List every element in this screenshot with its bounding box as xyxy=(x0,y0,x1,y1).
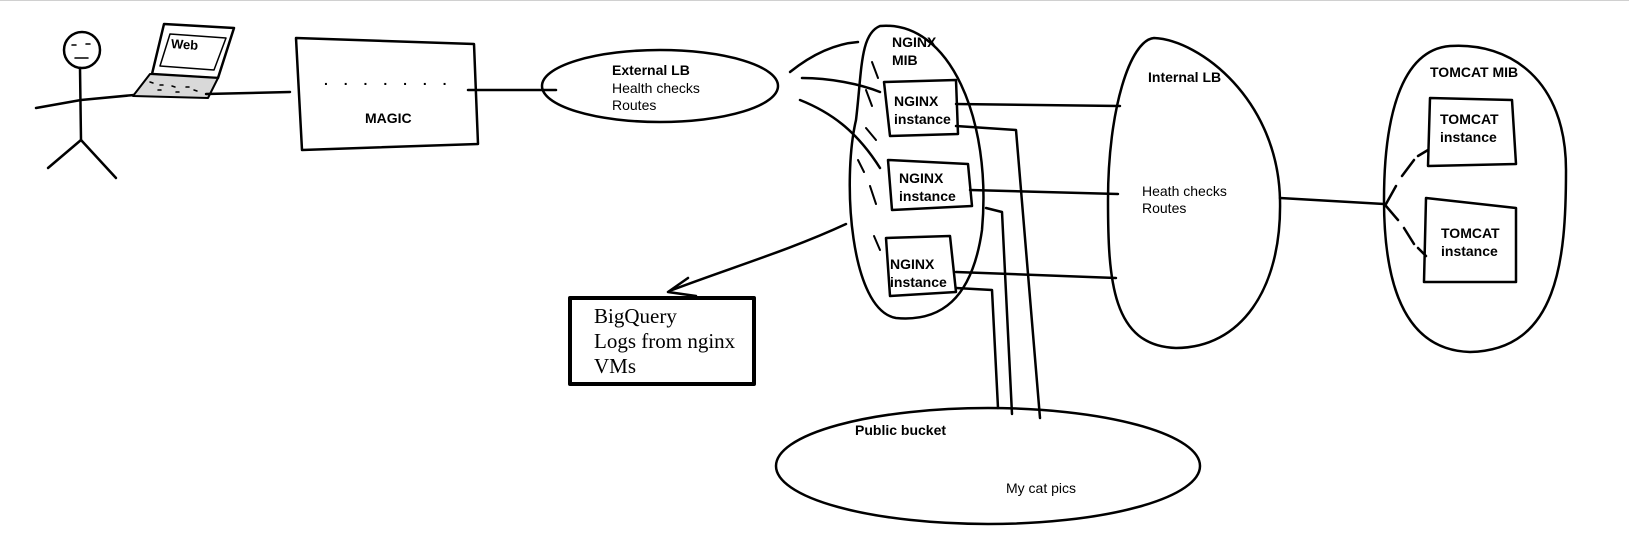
connector-nginx-bigquery xyxy=(670,222,848,292)
top-border xyxy=(0,0,1629,1)
nginx-instance-3-line1: NGINX xyxy=(890,256,935,272)
internal-lb-health-checks: Heath checks xyxy=(1142,183,1227,199)
connector-nginx3-ilb xyxy=(954,270,1118,280)
tomcat-instance-box-2 xyxy=(1422,196,1518,284)
nginx-instance-3-line2: instance xyxy=(890,274,947,290)
magic-box xyxy=(294,36,480,152)
nginx-instance-1-line2: instance xyxy=(894,111,951,127)
nginx-instance-box-3 xyxy=(884,234,958,298)
tomcat-instance-2-line1: TOMCAT xyxy=(1441,225,1500,241)
external-lb-shape xyxy=(540,48,780,124)
bigquery-vms-line: VMs xyxy=(594,354,637,378)
nginx-instance-2-line2: instance xyxy=(899,188,956,204)
connector-nginx1-bucket xyxy=(954,124,1042,420)
tomcat-instance-box-1 xyxy=(1426,96,1518,168)
tomcat-instance-1-line2: instance xyxy=(1440,129,1497,145)
nginx-instance-1-line1: NGINX xyxy=(894,93,939,109)
external-lb-title: External LB xyxy=(612,62,690,78)
nginx-mib-title-line1: NGINX xyxy=(892,34,937,50)
connector-laptop-magic xyxy=(204,90,292,96)
connector-nginx1-ilb xyxy=(954,102,1122,108)
nginx-instance-box-2 xyxy=(886,158,974,212)
stick-figure-icon xyxy=(34,30,136,180)
connector-ilb-tomcat xyxy=(1278,196,1386,206)
internal-lb-routes: Routes xyxy=(1142,200,1187,216)
connector-elb-nginx-2 xyxy=(800,76,882,94)
tomcat-mib-title: TOMCAT MIB xyxy=(1430,64,1519,80)
laptop-screen-text: Web xyxy=(170,36,199,53)
internal-lb-shape xyxy=(1106,36,1282,350)
connector-elb-nginx-1 xyxy=(788,40,860,74)
public-bucket-content: My cat pics xyxy=(1006,480,1077,496)
laptop-icon xyxy=(132,22,236,99)
nginx-instance-box-1 xyxy=(882,78,960,138)
nginx-mib-shape xyxy=(848,24,985,320)
magic-dots: . . . . . . . xyxy=(324,72,453,88)
nginx-instance-2-line1: NGINX xyxy=(899,170,944,186)
magic-label: MAGIC xyxy=(365,110,412,126)
external-lb-health-checks: Health checks xyxy=(612,80,700,96)
tomcat-instance-1-line1: TOMCAT xyxy=(1440,111,1499,127)
internal-lb-title: Internal LB xyxy=(1148,69,1222,85)
public-bucket-title: Public bucket xyxy=(855,422,947,438)
arrowhead-bigquery xyxy=(666,276,698,298)
tomcat-instance-2-line2: instance xyxy=(1441,243,1498,259)
bigquery-logs-line: Logs from nginx xyxy=(594,329,736,353)
connector-nginx2-bucket xyxy=(984,206,1014,416)
connector-elb-nginx-3 xyxy=(798,98,882,170)
tomcat-mib-shape xyxy=(1382,44,1568,354)
bigquery-title: BigQuery xyxy=(594,304,677,328)
public-bucket-shape xyxy=(774,406,1202,526)
connector-nginx3-bucket xyxy=(954,286,1000,410)
external-lb-routes: Routes xyxy=(612,97,657,113)
nginx-mib-title-line2: MIB xyxy=(892,52,918,68)
bigquery-box xyxy=(568,296,756,386)
connector-nginx2-ilb xyxy=(968,188,1120,196)
